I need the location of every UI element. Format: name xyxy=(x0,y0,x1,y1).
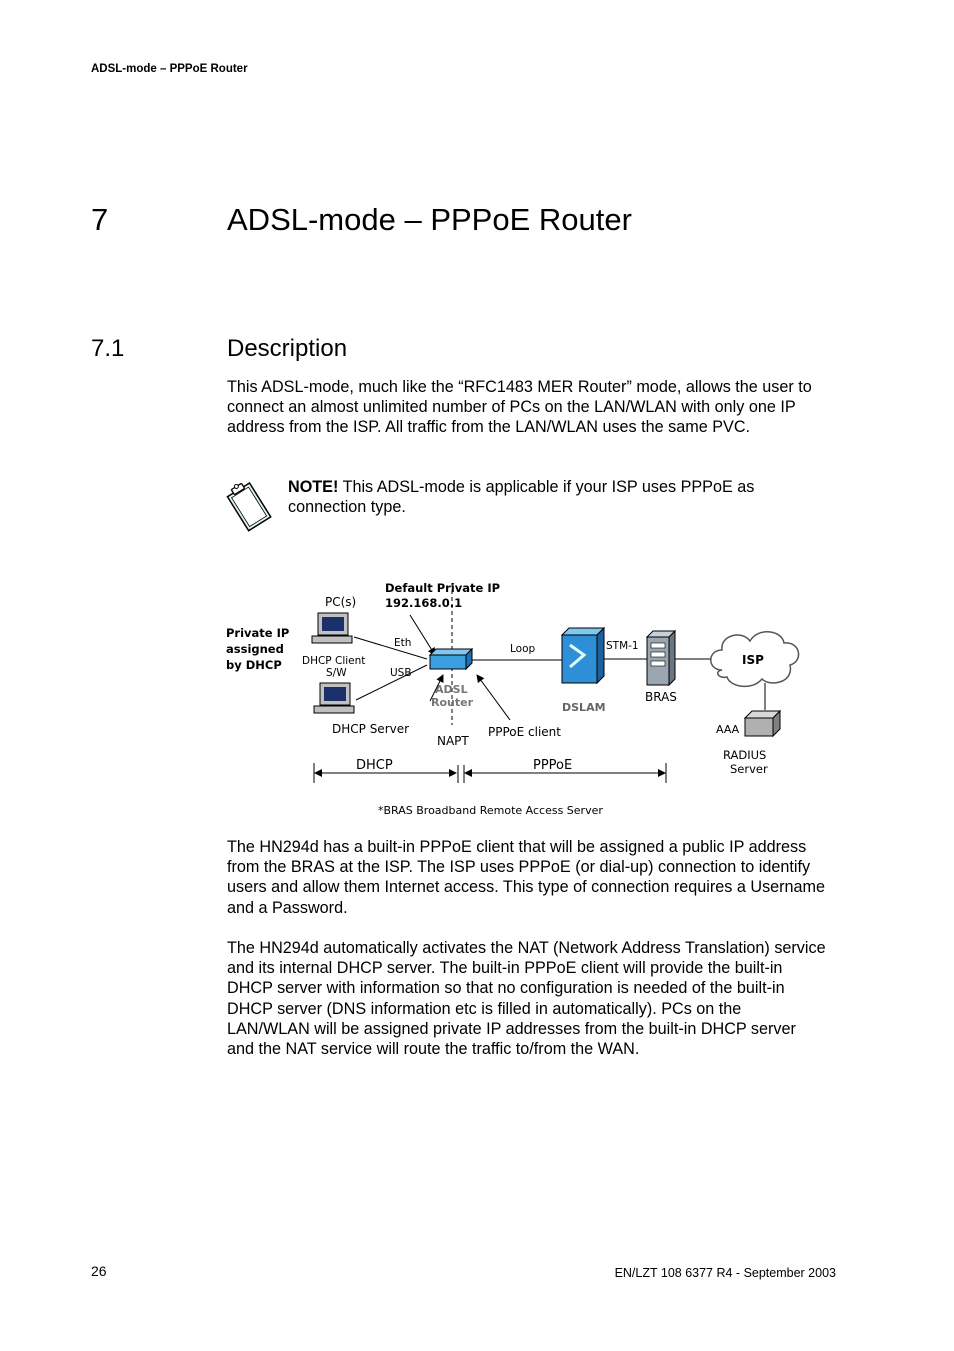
dslam-icon xyxy=(560,626,606,685)
pppoe-paragraph: The HN294d has a built-in PPPoE client t… xyxy=(227,838,826,917)
private-ip-label-2: assigned xyxy=(226,642,284,656)
intro-paragraph: This ADSL-mode, much like the “RFC1483 M… xyxy=(227,378,812,437)
bras-label: BRAS xyxy=(645,690,677,704)
network-diagram: Private IP assigned by DHCP PC(s) DHCP C… xyxy=(222,575,812,825)
nat-paragraph: The HN294d automatically activates the N… xyxy=(227,939,826,1059)
diagram-caption: *BRAS Broadband Remote Access Server xyxy=(378,804,603,817)
stm1-label: STM-1 xyxy=(606,640,639,652)
running-header: ADSL-mode – PPPoE Router xyxy=(91,63,248,75)
page-number: 26 xyxy=(91,1263,107,1279)
private-ip-label-1: Private IP xyxy=(226,626,289,640)
eth-label: Eth xyxy=(394,637,411,649)
loop-label: Loop xyxy=(510,643,536,655)
radius-label-2: Server xyxy=(730,762,768,776)
span-dhcp-label: DHCP xyxy=(356,758,393,773)
note-body: This ADSL-mode is applicable if your ISP… xyxy=(288,478,755,517)
dhcp-client-label-1: DHCP Client xyxy=(302,655,365,667)
dhcp-client-label-2: S/W xyxy=(326,667,347,679)
chapter-title: ADSL-mode – PPPoE Router xyxy=(227,202,632,237)
pc-top-icon xyxy=(311,612,353,644)
bras-server-icon xyxy=(645,629,677,687)
note-label: NOTE! xyxy=(288,478,339,496)
aaa-label: AAA xyxy=(716,723,740,736)
document-reference: EN/LZT 108 6377 R4 - September 2003 xyxy=(614,1266,836,1280)
router-label-2: Router xyxy=(431,696,474,709)
isp-label: ISP xyxy=(742,653,764,667)
dslam-label: DSLAM xyxy=(562,701,606,714)
isp-cloud-icon xyxy=(710,631,800,688)
section-number: 7.1 xyxy=(91,335,125,362)
private-ip-label-3: by DHCP xyxy=(226,658,282,672)
router-label-1: ADSL xyxy=(435,683,468,696)
section-title: Description xyxy=(227,335,348,362)
radius-server-icon xyxy=(743,709,782,738)
usb-label: USB xyxy=(390,667,412,679)
pppoe-client-label: PPPoE client xyxy=(488,725,561,739)
note-clipboard-icon xyxy=(225,478,277,538)
napt-label: NAPT xyxy=(437,734,469,748)
pc-bottom-icon xyxy=(313,682,355,714)
radius-label-1: RADIUS xyxy=(723,748,766,762)
adsl-router-icon xyxy=(428,647,474,671)
note-text: NOTE! This ADSL-mode is applicable if yo… xyxy=(288,477,828,517)
span-pppoe-label: PPPoE xyxy=(533,758,572,773)
dhcp-server-label: DHCP Server xyxy=(332,722,409,736)
default-ip-label-2: 192.168.0.1 xyxy=(385,596,462,610)
default-ip-label-1: Default Private IP xyxy=(385,581,500,595)
chapter-number: 7 xyxy=(91,202,109,237)
pcs-label: PC(s) xyxy=(325,595,356,609)
